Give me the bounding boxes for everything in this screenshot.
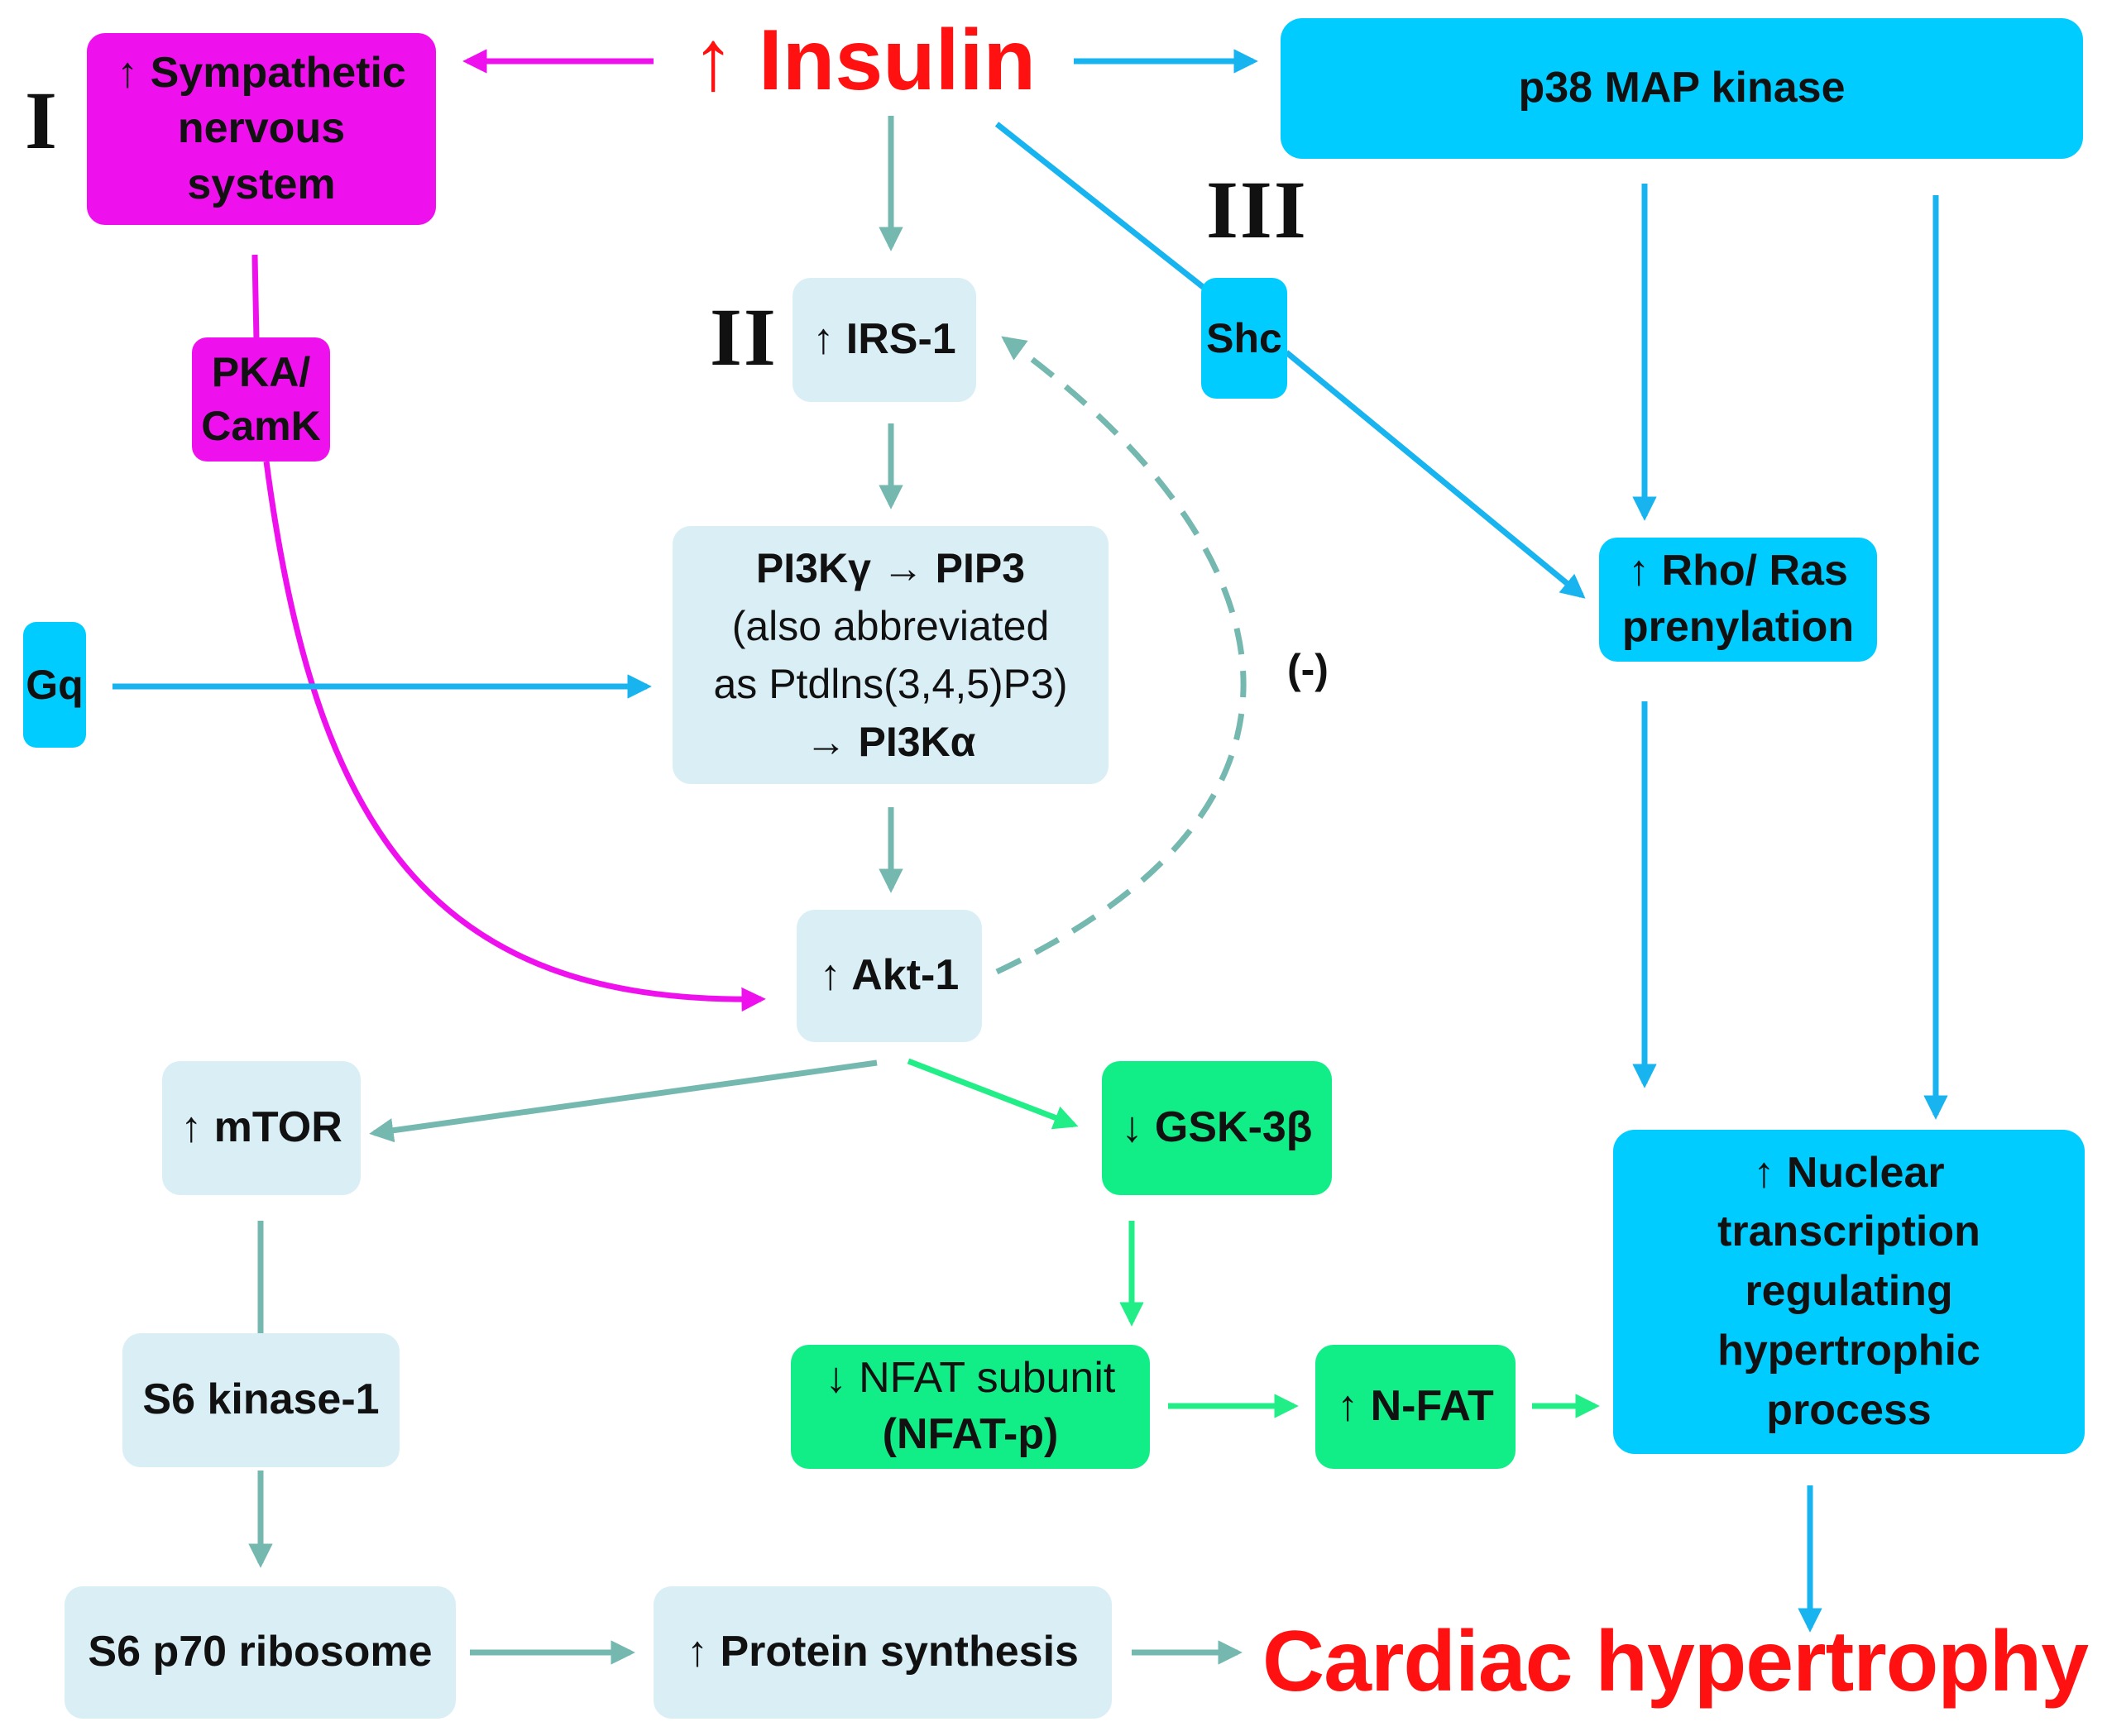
s6-kinase-1-box: S6 kinase-1	[122, 1333, 400, 1467]
nuclear-line-4: hypertrophic	[1717, 1326, 1980, 1375]
gq-label: Gq	[26, 661, 84, 708]
pi3k-line-1: PI3Kγ → PIP3	[755, 545, 1026, 591]
pka-line-2: CamK	[201, 403, 321, 449]
nfat-subunit-line-2: (NFAT-p)	[882, 1410, 1059, 1458]
sympathetic-line-2: nervous	[177, 104, 346, 153]
line-sympathetic-to-pka	[251, 254, 260, 342]
shc-label: Shc	[1206, 314, 1282, 361]
gq-box: Gq	[23, 622, 86, 748]
akt1-box: ↑ Akt-1	[797, 910, 982, 1042]
arrow-shc-to-rho	[1284, 350, 1586, 599]
arrow-akt1-to-gsk3b	[907, 1058, 1079, 1130]
nuclear-line-1: ↑ Nuclear	[1753, 1148, 1945, 1197]
sympathetic-line-1: ↑ Sympathetic	[117, 48, 406, 97]
pi3k-line-2: (also abbreviated	[731, 603, 1050, 649]
negative-feedback-label: (-)	[1287, 646, 1329, 692]
pi3k-line-4: → PI3Kα	[805, 719, 976, 765]
sympathetic-nervous-system-box: ↑ Sympathetic nervous system	[87, 33, 436, 225]
s6-p70-ribosome-box: S6 p70 ribosome	[65, 1586, 456, 1719]
gsk3b-box: ↓ GSK-3β	[1102, 1061, 1332, 1195]
nuclear-line-2: transcription	[1717, 1208, 1980, 1256]
pi3k-box: PI3Kγ → PIP3 (also abbreviated as Ptdlns…	[673, 526, 1109, 784]
protein-label: ↑ Protein synthesis	[687, 1628, 1079, 1676]
nuclear-line-5: process	[1766, 1385, 1932, 1434]
pathway-label-one: I	[25, 74, 59, 166]
line-insulin-to-shc	[994, 122, 1209, 292]
p38-map-kinase-box: p38 MAP kinase	[1281, 18, 2083, 159]
akt1-label: ↑ Akt-1	[819, 951, 960, 1000]
nfat-label: ↑ N-FAT	[1337, 1382, 1494, 1431]
arrow-akt1-feedback-to-irs1	[995, 336, 1247, 975]
protein-synthesis-box: ↑ Protein synthesis	[654, 1586, 1112, 1719]
sympathetic-line-3: system	[187, 160, 336, 208]
n-fat-box: ↑ N-FAT	[1315, 1345, 1516, 1469]
pka-line-1: PKA/	[211, 349, 311, 395]
arrow-akt1-to-mtor	[369, 1059, 878, 1143]
insulin-title: ↑ Insulin	[692, 12, 1036, 108]
nuclear-transcription-box: ↑ Nuclear transcription regulating hyper…	[1613, 1130, 2085, 1454]
mtor-box: ↑ mTOR	[162, 1061, 361, 1195]
rho-line-1: ↑ Rho/ Ras	[1628, 547, 1848, 595]
arrow-pka-to-akt1	[263, 461, 766, 1012]
nfat-subunit-line-1: ↓ NFAT subunit	[825, 1354, 1116, 1403]
shc-box: Shc	[1201, 278, 1287, 399]
s6p70-label: S6 p70 ribosome	[88, 1628, 433, 1676]
nfat-subunit-box: ↓ NFAT subunit (NFAT-p)	[791, 1345, 1150, 1469]
cardiac-hypertrophy-title: Cardiac hypertrophy	[1262, 1614, 2089, 1710]
gsk3b-label: ↓ GSK-3β	[1121, 1103, 1313, 1152]
pi3k-line-3: as Ptdlns(3,4,5)P3)	[713, 661, 1068, 707]
pathway-label-two: II	[710, 291, 778, 383]
pka-camk-box: PKA/ CamK	[192, 337, 330, 461]
pathway-label-three: III	[1206, 164, 1308, 256]
rho-ras-box: ↑ Rho/ Ras prenylation	[1599, 538, 1877, 662]
p38-label: p38 MAP kinase	[1518, 64, 1846, 112]
nuclear-line-3: regulating	[1745, 1267, 1953, 1316]
mtor-label: ↑ mTOR	[180, 1103, 342, 1152]
rho-line-2: prenylation	[1621, 603, 1855, 651]
irs1-label: ↑ IRS-1	[812, 315, 956, 364]
s6k1-label: S6 kinase-1	[142, 1375, 380, 1424]
irs1-box: ↑ IRS-1	[793, 278, 976, 402]
